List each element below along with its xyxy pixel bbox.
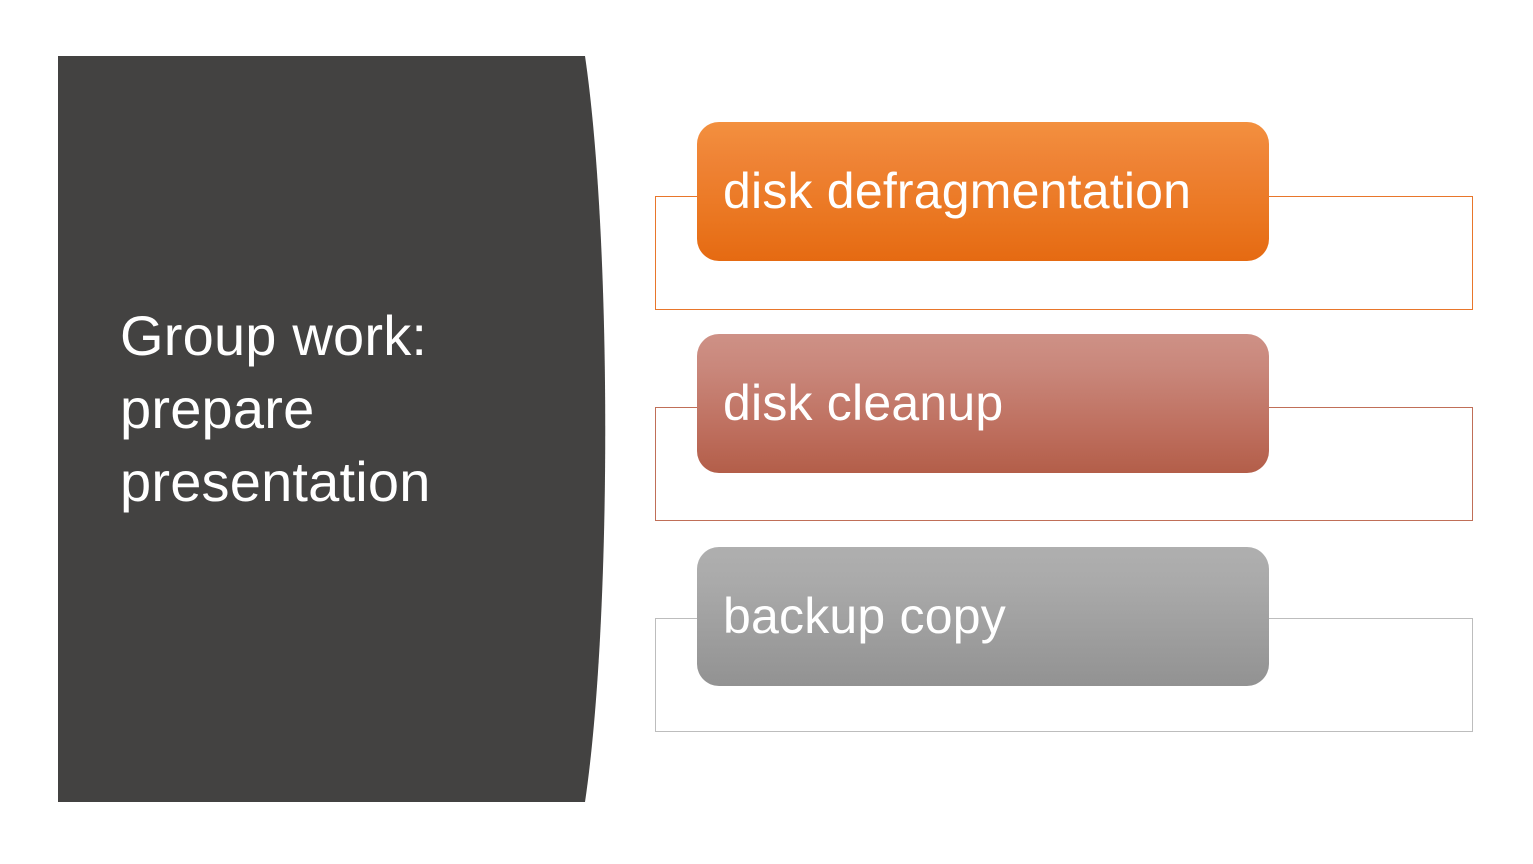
process-block-label-3: backup copy [723,588,1006,644]
process-block-label-2: disk cleanup [723,375,1004,431]
page-title: Group work: prepare presentation [120,304,431,513]
process-block-chip-1[interactable]: disk defragmentation [697,122,1269,261]
process-block-chip-2[interactable]: disk cleanup [697,334,1269,473]
process-block-chip-3[interactable]: backup copy [697,547,1269,686]
process-block-label-1: disk defragmentation [723,163,1192,219]
